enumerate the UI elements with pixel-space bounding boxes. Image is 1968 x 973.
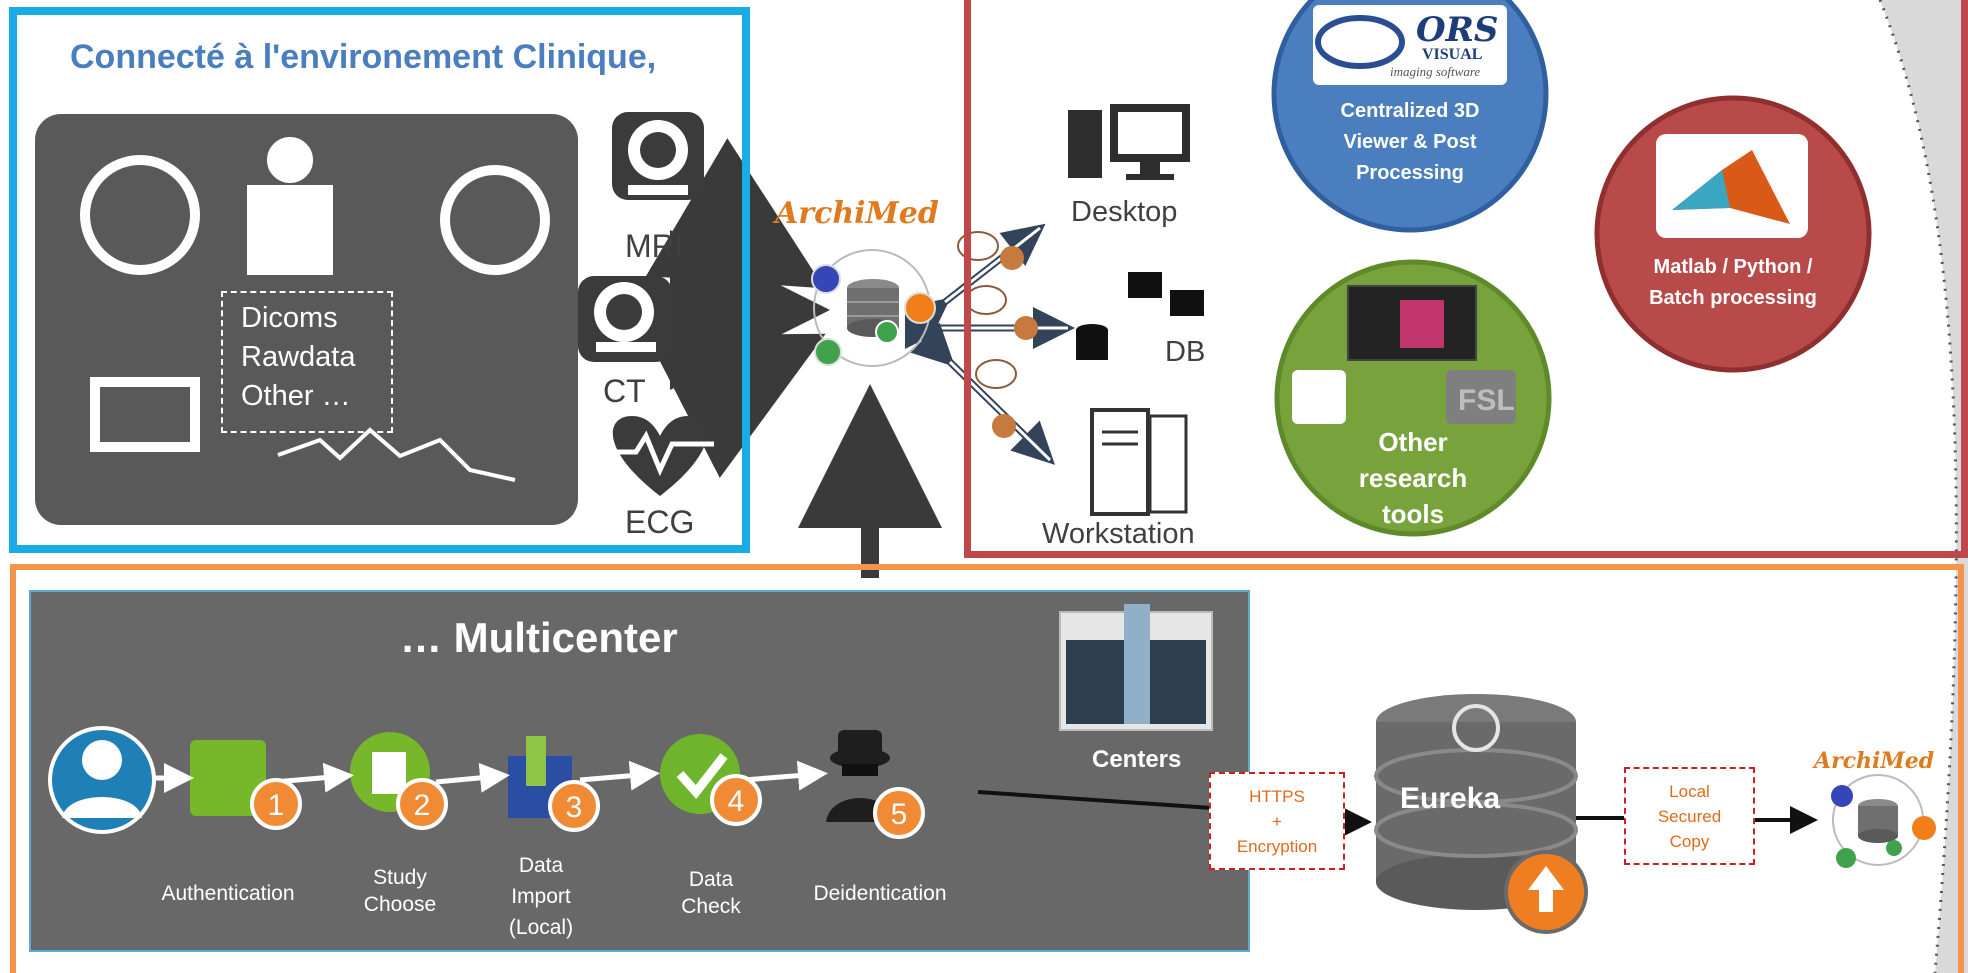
- ecg-label: ECG: [625, 504, 695, 540]
- decorative-dots: [1878, 0, 1958, 973]
- ct-scanner-icon: [578, 276, 672, 362]
- workstation-icon: [1090, 408, 1188, 516]
- local-secured-copy-box: Local Secured Copy: [1624, 767, 1755, 865]
- dicom-line: Other …: [241, 380, 351, 412]
- dicom-data-box: Dicoms Rawdata Other …: [221, 291, 393, 433]
- archimed-hub-icon: [811, 249, 936, 367]
- ecg-heart-icon: [606, 416, 714, 496]
- workstation-label: Workstation: [1042, 518, 1195, 550]
- dicom-line: Rawdata: [241, 341, 356, 373]
- centers-building-icon: [1059, 604, 1213, 731]
- ct-label: CT: [603, 373, 646, 409]
- clinic-panel: [9, 7, 750, 553]
- step-label-study: Study Choose: [363, 866, 437, 916]
- db-label: DB: [1165, 336, 1206, 368]
- eureka-database-icon: [1374, 694, 1588, 934]
- step-badge: [548, 780, 600, 832]
- ors-viewer-label: Centralized 3D Viewer & Post Processing: [1340, 100, 1480, 184]
- step-badge: [873, 787, 925, 839]
- db-icon: [1076, 272, 1204, 360]
- archimed-logo: ArchiMed: [775, 196, 939, 231]
- https-encryption-box: HTTPS + Encryption: [1209, 772, 1345, 870]
- api-badge-workstation: [975, 359, 1017, 438]
- step-number: 1: [268, 789, 285, 822]
- flow-arrow-4: [579, 760, 660, 791]
- archimed-hub-small-icon: [1831, 774, 1936, 868]
- matlab-label: Matlab / Python / Batch processing: [1649, 256, 1817, 309]
- step-badge: [710, 774, 762, 826]
- step-label-check: Data Check: [681, 868, 741, 918]
- other-tools-circle: [1274, 259, 1552, 537]
- flow-arrow-5: [743, 760, 828, 791]
- step-label-deidentification: Deidentication: [813, 882, 947, 905]
- clinic-title: Connecté à l'environement Clinique,: [70, 38, 657, 76]
- api-badge-db: [965, 285, 1038, 340]
- step-label-authentication: Authentication: [161, 882, 295, 905]
- mri-label: MRI: [625, 228, 684, 264]
- pencil-app-icon: [1292, 370, 1346, 424]
- to-https-line: [977, 790, 1213, 810]
- authentication-lock-icon: [190, 740, 266, 816]
- fsl-icon: [1446, 370, 1516, 424]
- step-number: 3: [566, 791, 583, 824]
- step-badge: [396, 778, 448, 830]
- desktop-label: Desktop: [1071, 196, 1178, 228]
- multicenter-panel: [10, 564, 1964, 973]
- decorative-swoosh: [1880, 0, 1968, 973]
- fsl-label: FSL: [1458, 384, 1515, 417]
- eureka-label: Eureka: [1400, 782, 1501, 815]
- modality-silhouettes: [80, 137, 550, 482]
- archimed-logo-small: ArchiMed: [1814, 748, 1935, 774]
- ors-logo-tagline: imaging software: [1390, 64, 1481, 79]
- step-number: 5: [891, 798, 908, 831]
- step-number: 4: [728, 785, 745, 818]
- step-label-import: Data Import (Local): [508, 854, 574, 939]
- desktop-icon: [1068, 104, 1190, 180]
- mri-scanner-icon: [612, 112, 704, 200]
- ecg-arrow: [646, 333, 826, 478]
- ors-logo-sub: VISUAL: [1422, 46, 1483, 63]
- research-panel: [964, 0, 1968, 558]
- other-tools-label: Other research tools: [1358, 427, 1468, 529]
- step-number: 2: [414, 789, 431, 822]
- centers-label: Centers: [1092, 746, 1182, 773]
- flow-arrow-3: [435, 762, 510, 793]
- ors-logo-text: ORS: [1416, 10, 1499, 50]
- dicom-line: Dicoms: [241, 302, 338, 334]
- step-badge: [250, 778, 302, 830]
- multicenter-title: … Multicenter: [400, 614, 678, 661]
